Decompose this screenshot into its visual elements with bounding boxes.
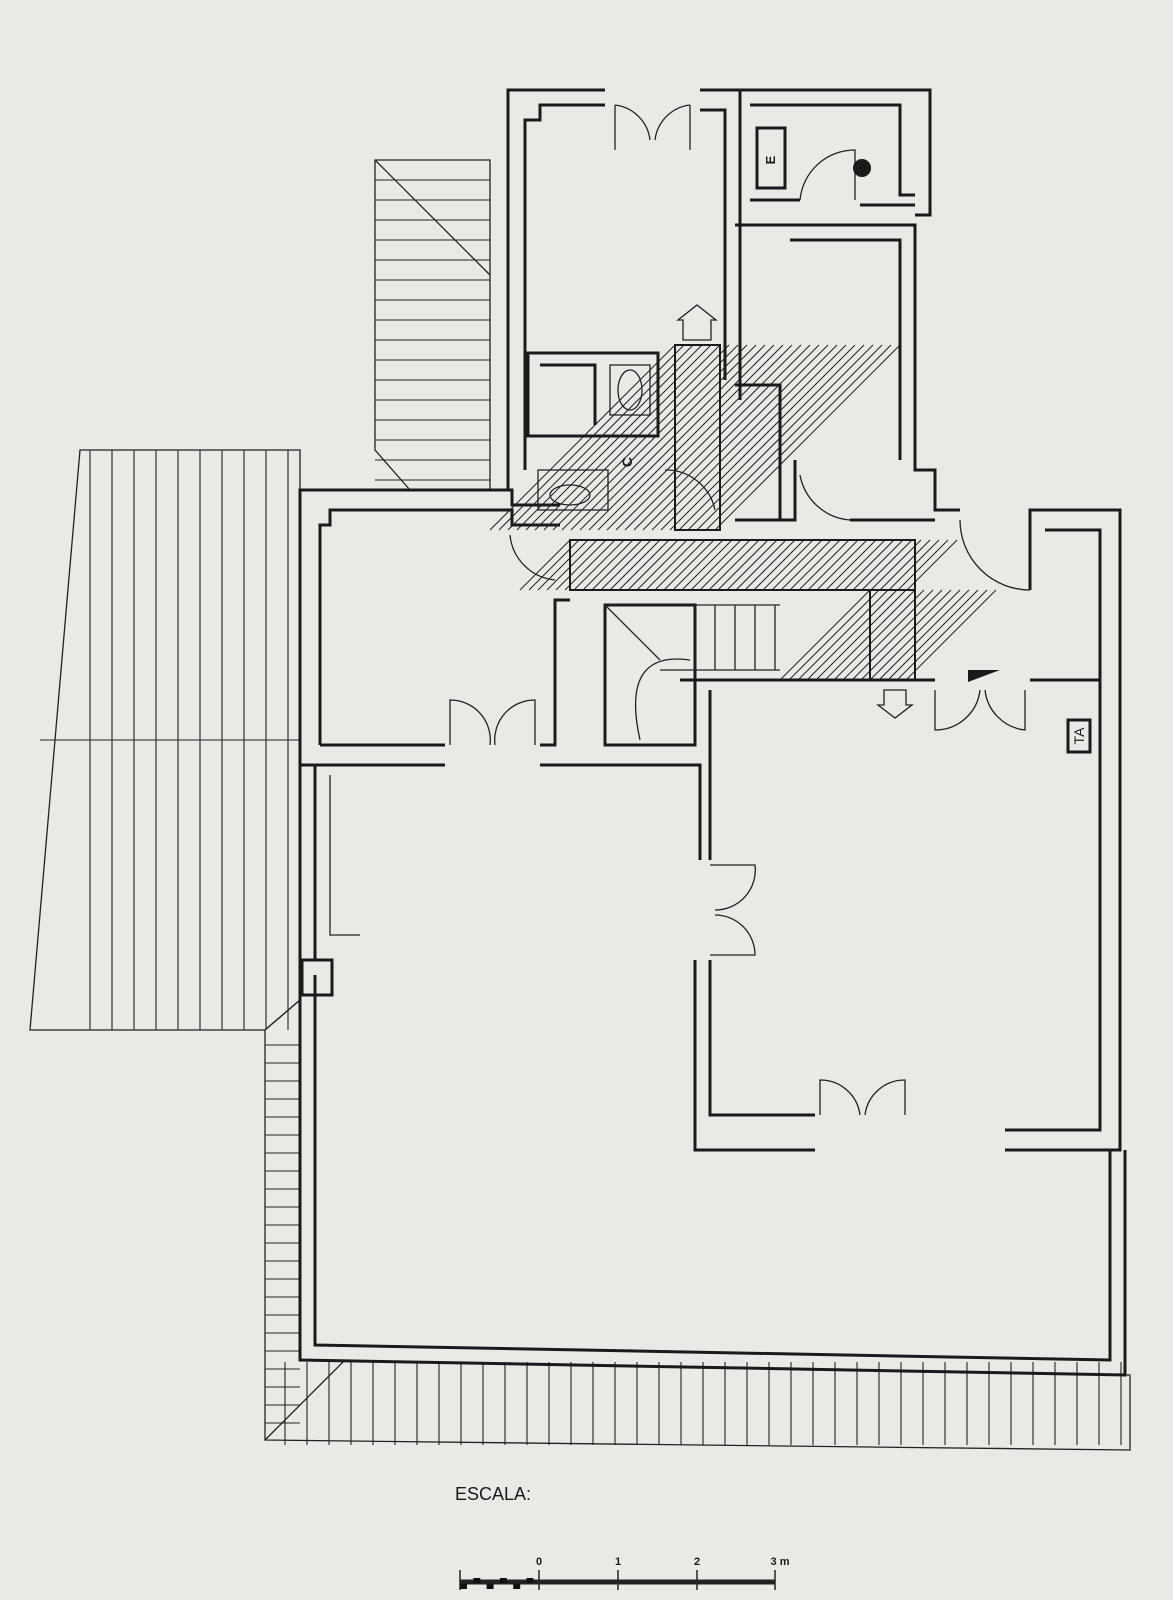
hatch-line xyxy=(636,539,688,591)
sink xyxy=(549,484,591,506)
hatch-line xyxy=(807,539,859,591)
hatch-line xyxy=(690,539,742,591)
label-electric-meter: E xyxy=(763,155,778,164)
toilet xyxy=(609,364,651,416)
hatch-line xyxy=(573,539,625,591)
boiler-icon xyxy=(853,159,871,177)
hatch-line xyxy=(905,589,997,681)
hatch-line xyxy=(672,539,724,591)
hatch-line xyxy=(642,344,829,531)
hatch-line xyxy=(788,589,880,681)
walls xyxy=(298,88,1127,1377)
hatch-line xyxy=(669,344,856,531)
hatch-line xyxy=(816,539,868,591)
hatch-line xyxy=(780,539,832,591)
hatch-line xyxy=(663,539,715,591)
hatch-line xyxy=(834,539,886,591)
scale-title: ESCALA: xyxy=(455,1484,531,1504)
hatch-line xyxy=(618,539,670,591)
hatch-line xyxy=(789,539,841,591)
hatch-line xyxy=(753,539,805,591)
hatch-line xyxy=(762,539,814,591)
hatch-line xyxy=(870,539,922,591)
hatch-line xyxy=(771,539,823,591)
hatch-line xyxy=(861,539,913,591)
electric-meter-box xyxy=(755,126,787,190)
label-closet: C xyxy=(619,457,635,467)
hatch-line xyxy=(717,539,769,591)
hatch-line xyxy=(609,539,661,591)
hatch-line xyxy=(696,344,883,531)
hatch-line xyxy=(879,539,931,591)
hatch-line xyxy=(654,539,706,591)
hatch-line xyxy=(815,589,907,681)
hatch-line xyxy=(852,539,904,591)
hatch-line xyxy=(896,589,988,681)
hatch-line xyxy=(615,344,802,531)
scale-tick-2: 2 xyxy=(694,1556,700,1568)
hatch-line xyxy=(851,589,943,681)
hatch-line xyxy=(842,589,934,681)
hatch-line xyxy=(843,539,895,591)
hatch-line xyxy=(651,344,838,531)
hatch-line xyxy=(887,589,979,681)
hatch-line xyxy=(579,344,766,531)
hatch-line xyxy=(726,539,778,591)
label-ta: TA xyxy=(1071,727,1087,745)
scale-bar: ESCALA: 0 1 2 3 m xyxy=(455,1484,790,1590)
ta-box xyxy=(1066,718,1092,754)
hatch-line xyxy=(797,589,889,681)
hatch-line xyxy=(744,539,796,591)
stair-steps xyxy=(604,604,780,741)
hatch-line xyxy=(798,539,850,591)
hatch-line xyxy=(606,344,793,531)
scale-tick-1: 1 xyxy=(615,1556,621,1568)
down-arrow-icon xyxy=(876,689,914,719)
hatch-line xyxy=(597,344,784,531)
hatch-line xyxy=(806,589,898,681)
hatch-line xyxy=(627,539,679,591)
hatch-line xyxy=(860,589,952,681)
hatch-line xyxy=(897,539,949,591)
hatch-line xyxy=(519,539,571,591)
hatch-line xyxy=(600,539,652,591)
hatch-line xyxy=(678,344,865,531)
scale-tick-3: 3 m xyxy=(771,1556,790,1568)
hatch-line xyxy=(735,539,787,591)
hatch-line xyxy=(645,539,697,591)
hatch-line xyxy=(833,589,925,681)
bathroom xyxy=(526,351,660,438)
hatch-line xyxy=(714,344,901,531)
pipe-line xyxy=(329,775,360,936)
up-arrow-icon xyxy=(676,304,718,341)
hatch-line xyxy=(660,344,847,531)
doors xyxy=(449,104,1031,1116)
hatch-line xyxy=(705,344,892,531)
hatched-wall xyxy=(569,539,916,591)
hatch-line xyxy=(591,539,643,591)
scale-tick-0: 0 xyxy=(536,1556,542,1568)
hatch-line xyxy=(546,539,598,591)
hatch-line xyxy=(779,589,871,681)
hatch-line xyxy=(588,344,775,531)
hatch-line xyxy=(564,539,616,591)
hatch-line xyxy=(582,539,634,591)
hatch-line xyxy=(555,539,607,591)
hatch-line xyxy=(825,539,877,591)
hatch-line xyxy=(699,539,751,591)
hatch-line xyxy=(878,589,970,681)
hatch-line xyxy=(537,539,589,591)
hatch-line xyxy=(624,344,811,531)
hatch-line xyxy=(708,539,760,591)
hatch-line xyxy=(681,539,733,591)
hatch-line xyxy=(633,344,820,531)
roof-hatching xyxy=(40,179,1122,1445)
hatched-wall xyxy=(674,344,721,531)
